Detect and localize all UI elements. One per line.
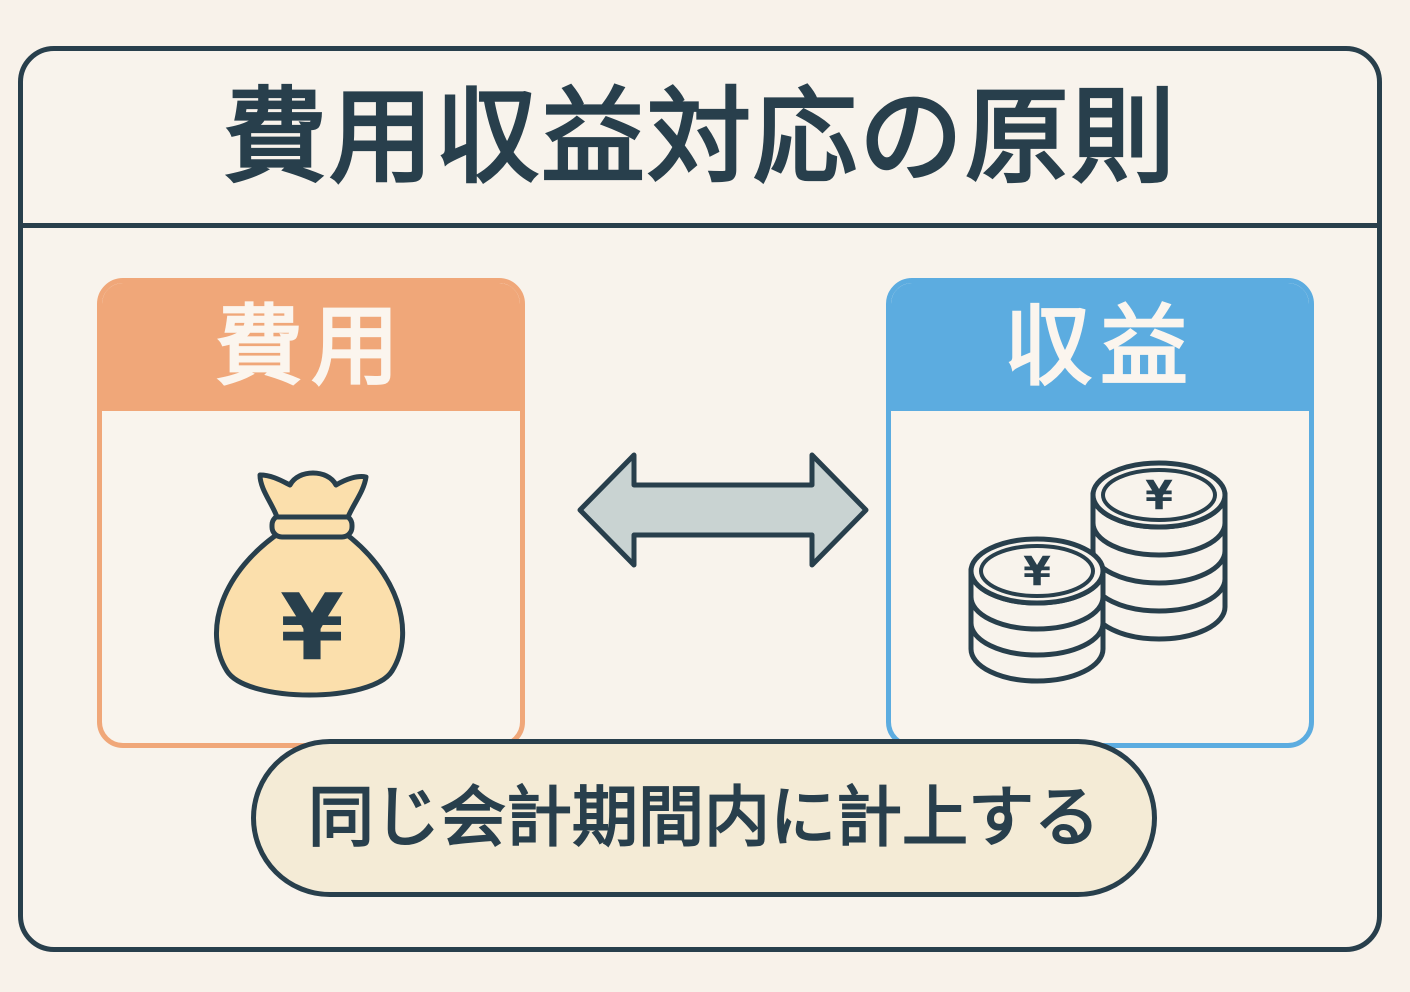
diagram-frame: 費用収益対応の原則 費用 ¥ 収益 ¥ ¥ <box>18 46 1382 952</box>
title-bar: 費用収益対応の原則 <box>23 51 1377 228</box>
front-coin-stack-edge <box>968 596 1106 632</box>
front-coin-stack: ¥ <box>968 536 1106 684</box>
front-coin-stack-yen-symbol: ¥ <box>1023 549 1051 595</box>
revenue-label: 収益 <box>1003 295 1196 398</box>
money-bag-top <box>257 470 369 520</box>
note-text: 同じ会計期間内に計上する <box>308 779 1100 856</box>
expense-card-header: 費用 <box>102 283 520 411</box>
money-bag-yen-icon: ¥ <box>213 470 406 698</box>
back-coin-stack-top-face <box>1090 460 1228 530</box>
yen-coin-stacks-icon: ¥ ¥ <box>968 460 1228 684</box>
front-coin-stack-top-rim <box>979 544 1095 598</box>
back-coin-stack-yen-symbol: ¥ <box>1145 473 1173 519</box>
double-headed-arrow-icon <box>577 452 869 568</box>
bag-yen-symbol: ¥ <box>280 574 344 681</box>
back-coin-stack-edge <box>1090 522 1228 558</box>
revenue-card: 収益 ¥ ¥ <box>886 278 1314 748</box>
back-coin-stack: ¥ <box>1090 460 1228 642</box>
money-bag-body <box>213 528 406 698</box>
expense-card: 費用 ¥ <box>97 278 525 748</box>
front-coin-stack-edge <box>968 622 1106 658</box>
note-pill: 同じ会計期間内に計上する <box>251 739 1157 897</box>
revenue-card-header: 収益 <box>891 283 1309 411</box>
back-coin-stack-top-rim <box>1101 468 1217 522</box>
expense-label: 費用 <box>214 295 407 398</box>
front-coin-stack-top-face <box>968 536 1106 606</box>
diagram-title: 費用収益対応の原則 <box>222 76 1177 198</box>
